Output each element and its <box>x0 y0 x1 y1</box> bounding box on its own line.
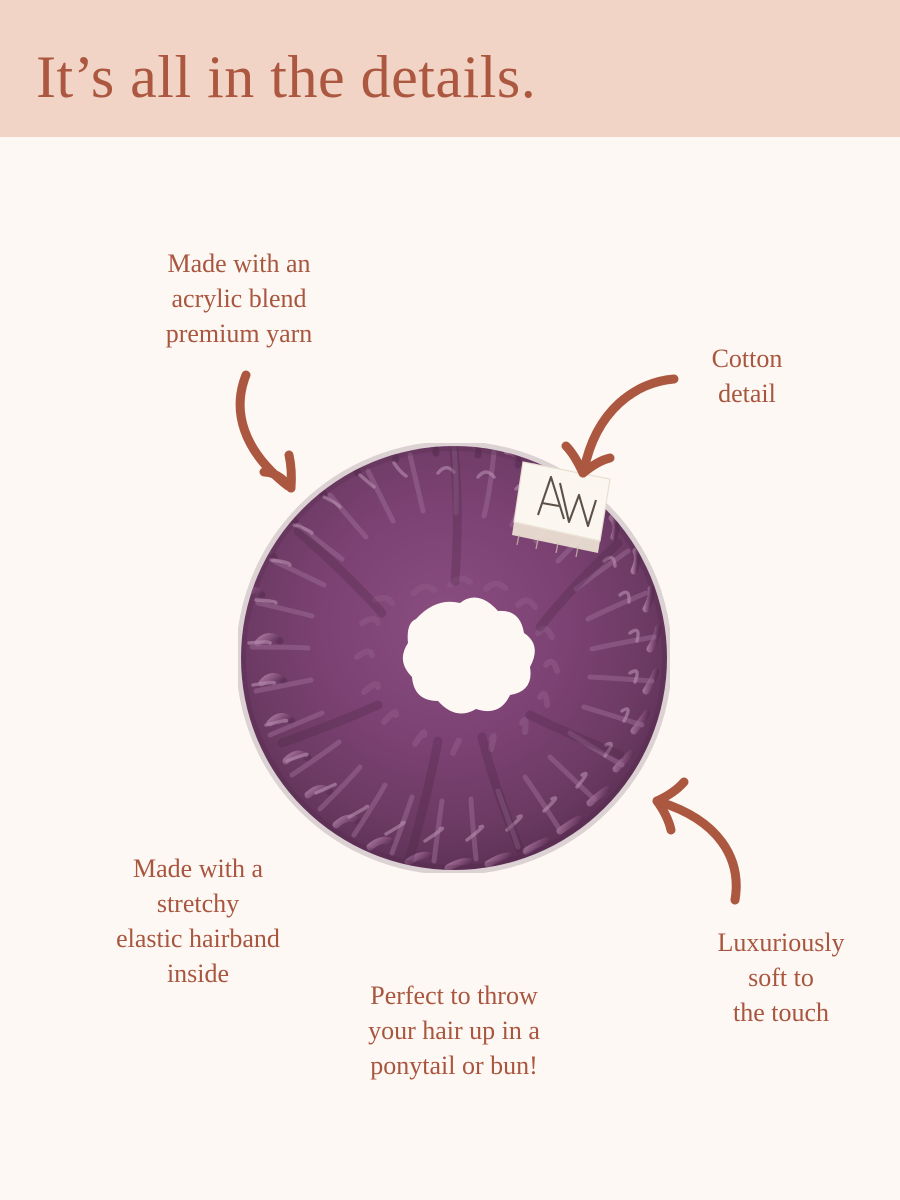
brand-tag <box>512 461 611 558</box>
page-title: It’s all in the details. <box>36 44 537 110</box>
header-band <box>0 0 900 137</box>
product-image-scrunchie <box>238 443 670 873</box>
annotation-soft: Luxuriously soft to the touch <box>717 928 845 1027</box>
annotation-cotton: Cotton detail <box>711 344 783 408</box>
annotation-ponytail: Perfect to throw your hair up in a ponyt… <box>368 981 540 1080</box>
annotation-yarn: Made with an acrylic blend premium yarn <box>165 249 313 348</box>
annotation-elastic: Made with a stretchy elastic hairband in… <box>116 854 280 988</box>
